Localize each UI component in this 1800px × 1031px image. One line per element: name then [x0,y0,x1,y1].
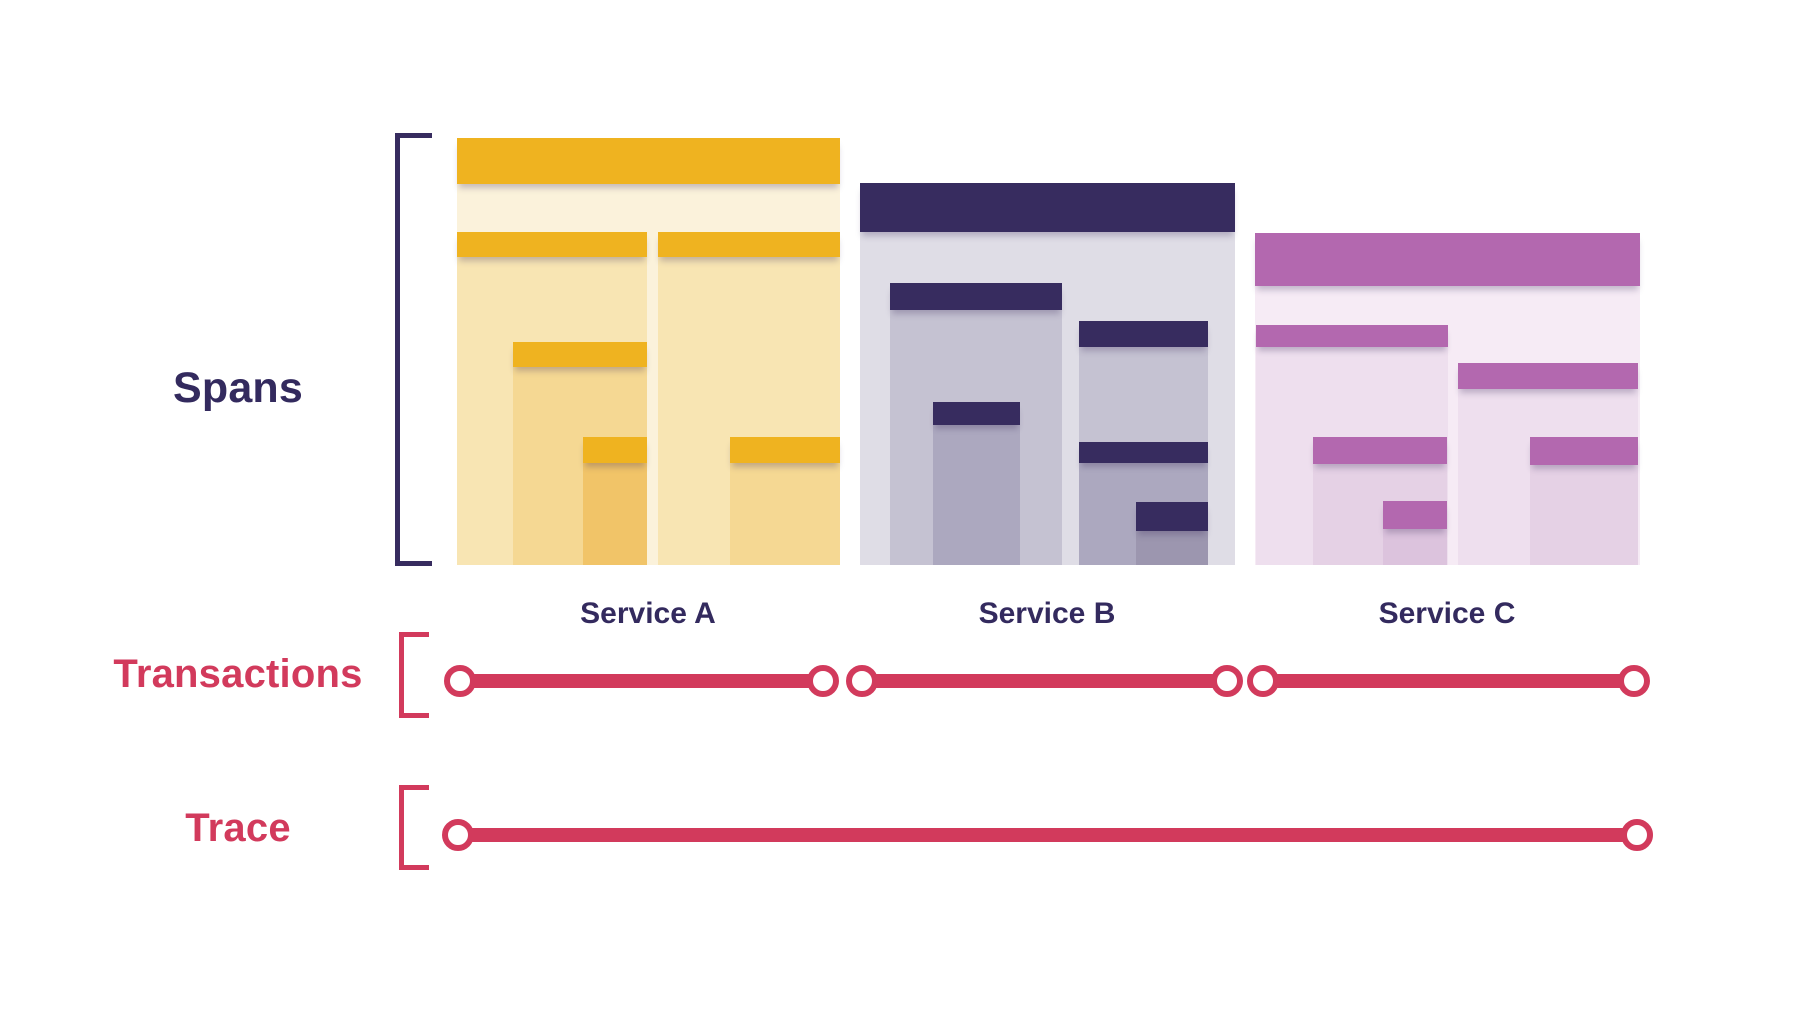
span-bar [1136,502,1208,531]
span-bar [1079,321,1208,347]
trace-label: Trace [185,806,291,850]
transactions-label: Transactions [113,652,363,696]
span-bar [1530,437,1638,465]
span-bar [890,283,1062,310]
span-bar [1313,437,1447,464]
span-body [1530,465,1638,565]
transaction-endpoint-circle [846,665,878,697]
trace-bracket [399,785,429,870]
span-bar [1256,325,1448,347]
transaction-line [460,674,823,688]
span-bar [1383,501,1447,529]
trace-endpoint-circle [442,819,474,851]
span-bar [860,183,1235,232]
service-a-label: Service A [580,597,716,630]
span-body [583,463,647,565]
span-body [933,425,1020,565]
service-b-label: Service B [978,597,1116,630]
transaction-line [1263,674,1634,688]
span-bar [658,232,840,257]
span-bar [730,437,840,463]
transaction-endpoint-circle [444,665,476,697]
trace-line [458,828,1637,842]
span-bar [933,402,1020,425]
spans-label: Spans [172,364,304,412]
span-bar [1458,363,1638,389]
service-c-label: Service C [1378,597,1516,630]
transaction-endpoint-circle [807,665,839,697]
span-body [1383,529,1447,565]
transaction-endpoint-circle [1247,665,1279,697]
span-bar [583,437,647,463]
spans-bracket [395,133,432,566]
transaction-endpoint-circle [1618,665,1650,697]
span-bar [513,342,647,367]
transaction-endpoint-circle [1211,665,1243,697]
transaction-line [862,674,1227,688]
span-bar [1079,442,1208,463]
transactions-bracket [399,632,429,718]
span-bar [457,232,647,257]
span-bar [457,138,840,184]
span-bar [1255,233,1640,286]
span-body [730,463,840,565]
span-body [1136,531,1208,565]
trace-endpoint-circle [1621,819,1653,851]
